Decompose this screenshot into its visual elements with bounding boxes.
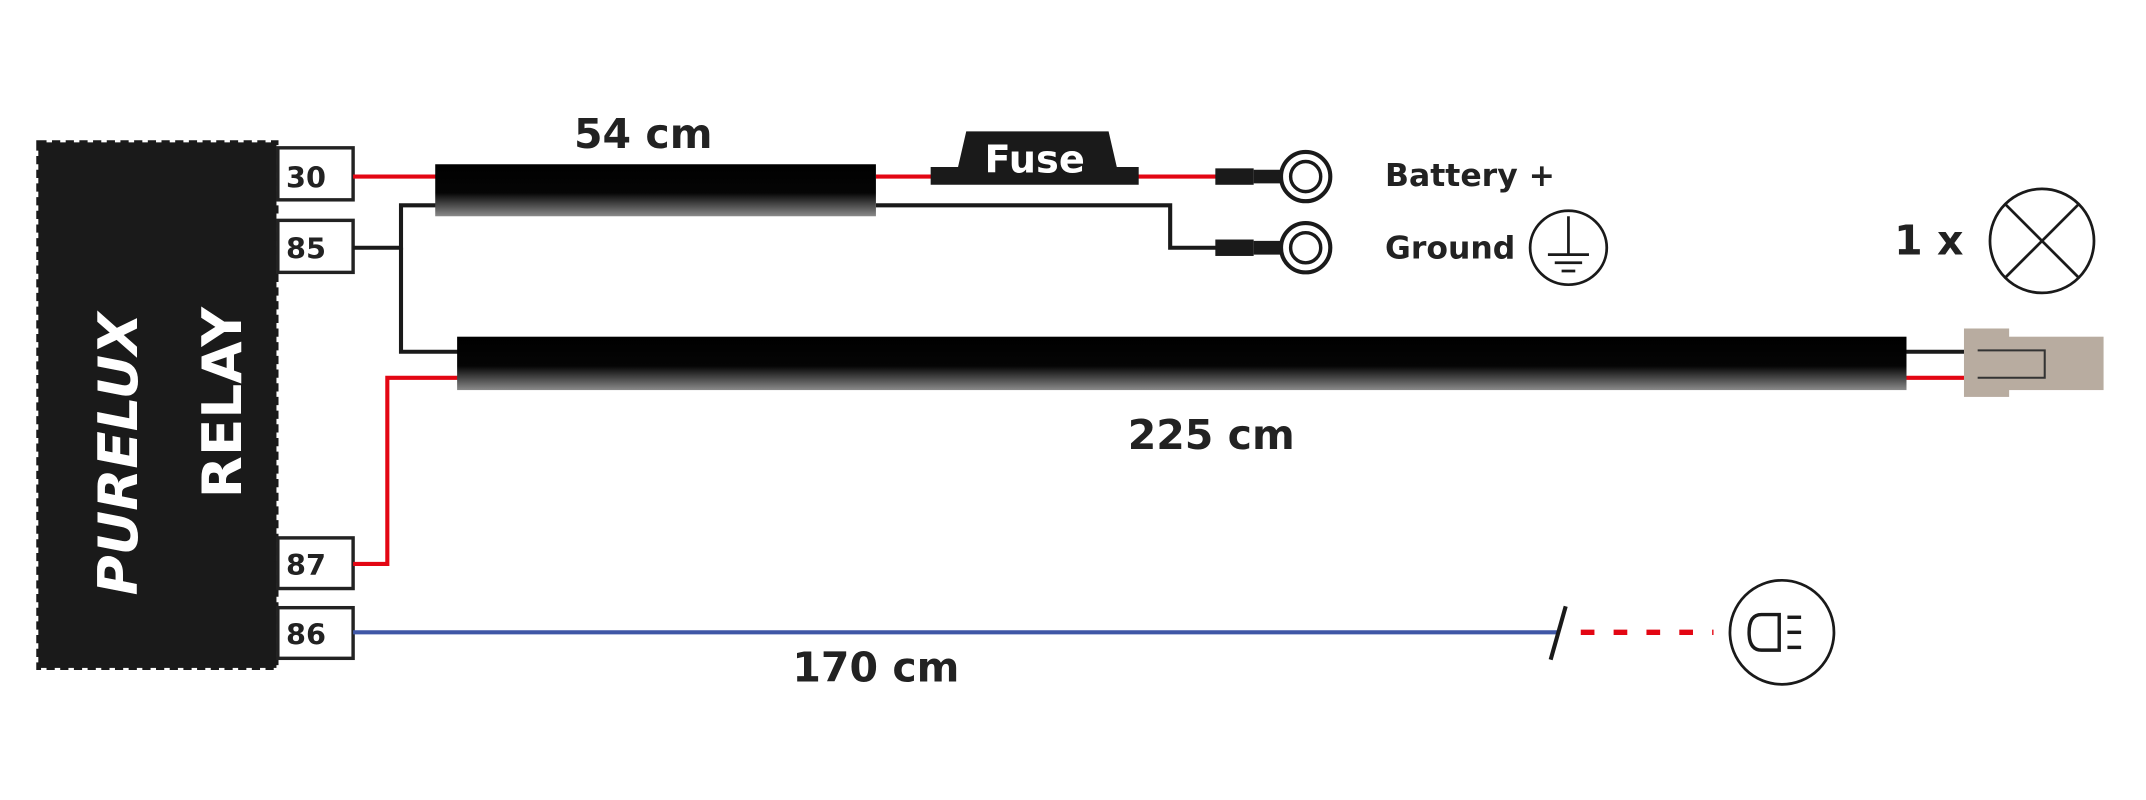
- long-cable-length: 225 cm: [1128, 411, 1295, 459]
- lamp-icon: [1988, 187, 2096, 295]
- wire-red-87: [353, 375, 460, 566]
- relay: PURELUX RELAY: [36, 140, 279, 670]
- svg-text:30: 30: [286, 161, 326, 195]
- wire-black-85: [353, 203, 438, 250]
- svg-text:87: 87: [286, 548, 326, 582]
- ring-terminal-icon: [1215, 221, 1333, 275]
- pin-85: 85: [276, 218, 355, 275]
- ground-symbol-icon: [1528, 209, 1609, 287]
- short-cable-length: 54 cm: [574, 110, 713, 158]
- wires: [353, 174, 1966, 661]
- svg-text:Fuse: Fuse: [985, 137, 1085, 182]
- relay-brand-logo: PURELUX: [86, 310, 150, 595]
- lamp-count: 1 x: [1894, 217, 1963, 265]
- pin-87: 87: [276, 536, 355, 591]
- ring-terminal-icon: [1215, 149, 1333, 204]
- cable-sheath-short: [435, 164, 876, 217]
- lamp-connector: [1963, 328, 2104, 397]
- wire-cut-mark: [1548, 605, 1568, 661]
- cable-sheath-long: [457, 336, 1907, 391]
- signal-cable-length: 170 cm: [792, 644, 959, 692]
- pin-86: 86: [276, 605, 355, 661]
- svg-text:86: 86: [286, 618, 326, 652]
- battery-label: Battery +: [1385, 158, 1555, 194]
- fuse: Fuse: [930, 131, 1139, 185]
- wire-black-ground: [875, 203, 1219, 250]
- ground-label: Ground: [1385, 231, 1515, 267]
- svg-text:85: 85: [286, 232, 326, 266]
- relay-label: RELAY: [190, 306, 254, 499]
- wire-black-85-branch: [398, 247, 460, 354]
- headlight-icon: [1728, 578, 1836, 686]
- pin-30: 30: [276, 146, 355, 202]
